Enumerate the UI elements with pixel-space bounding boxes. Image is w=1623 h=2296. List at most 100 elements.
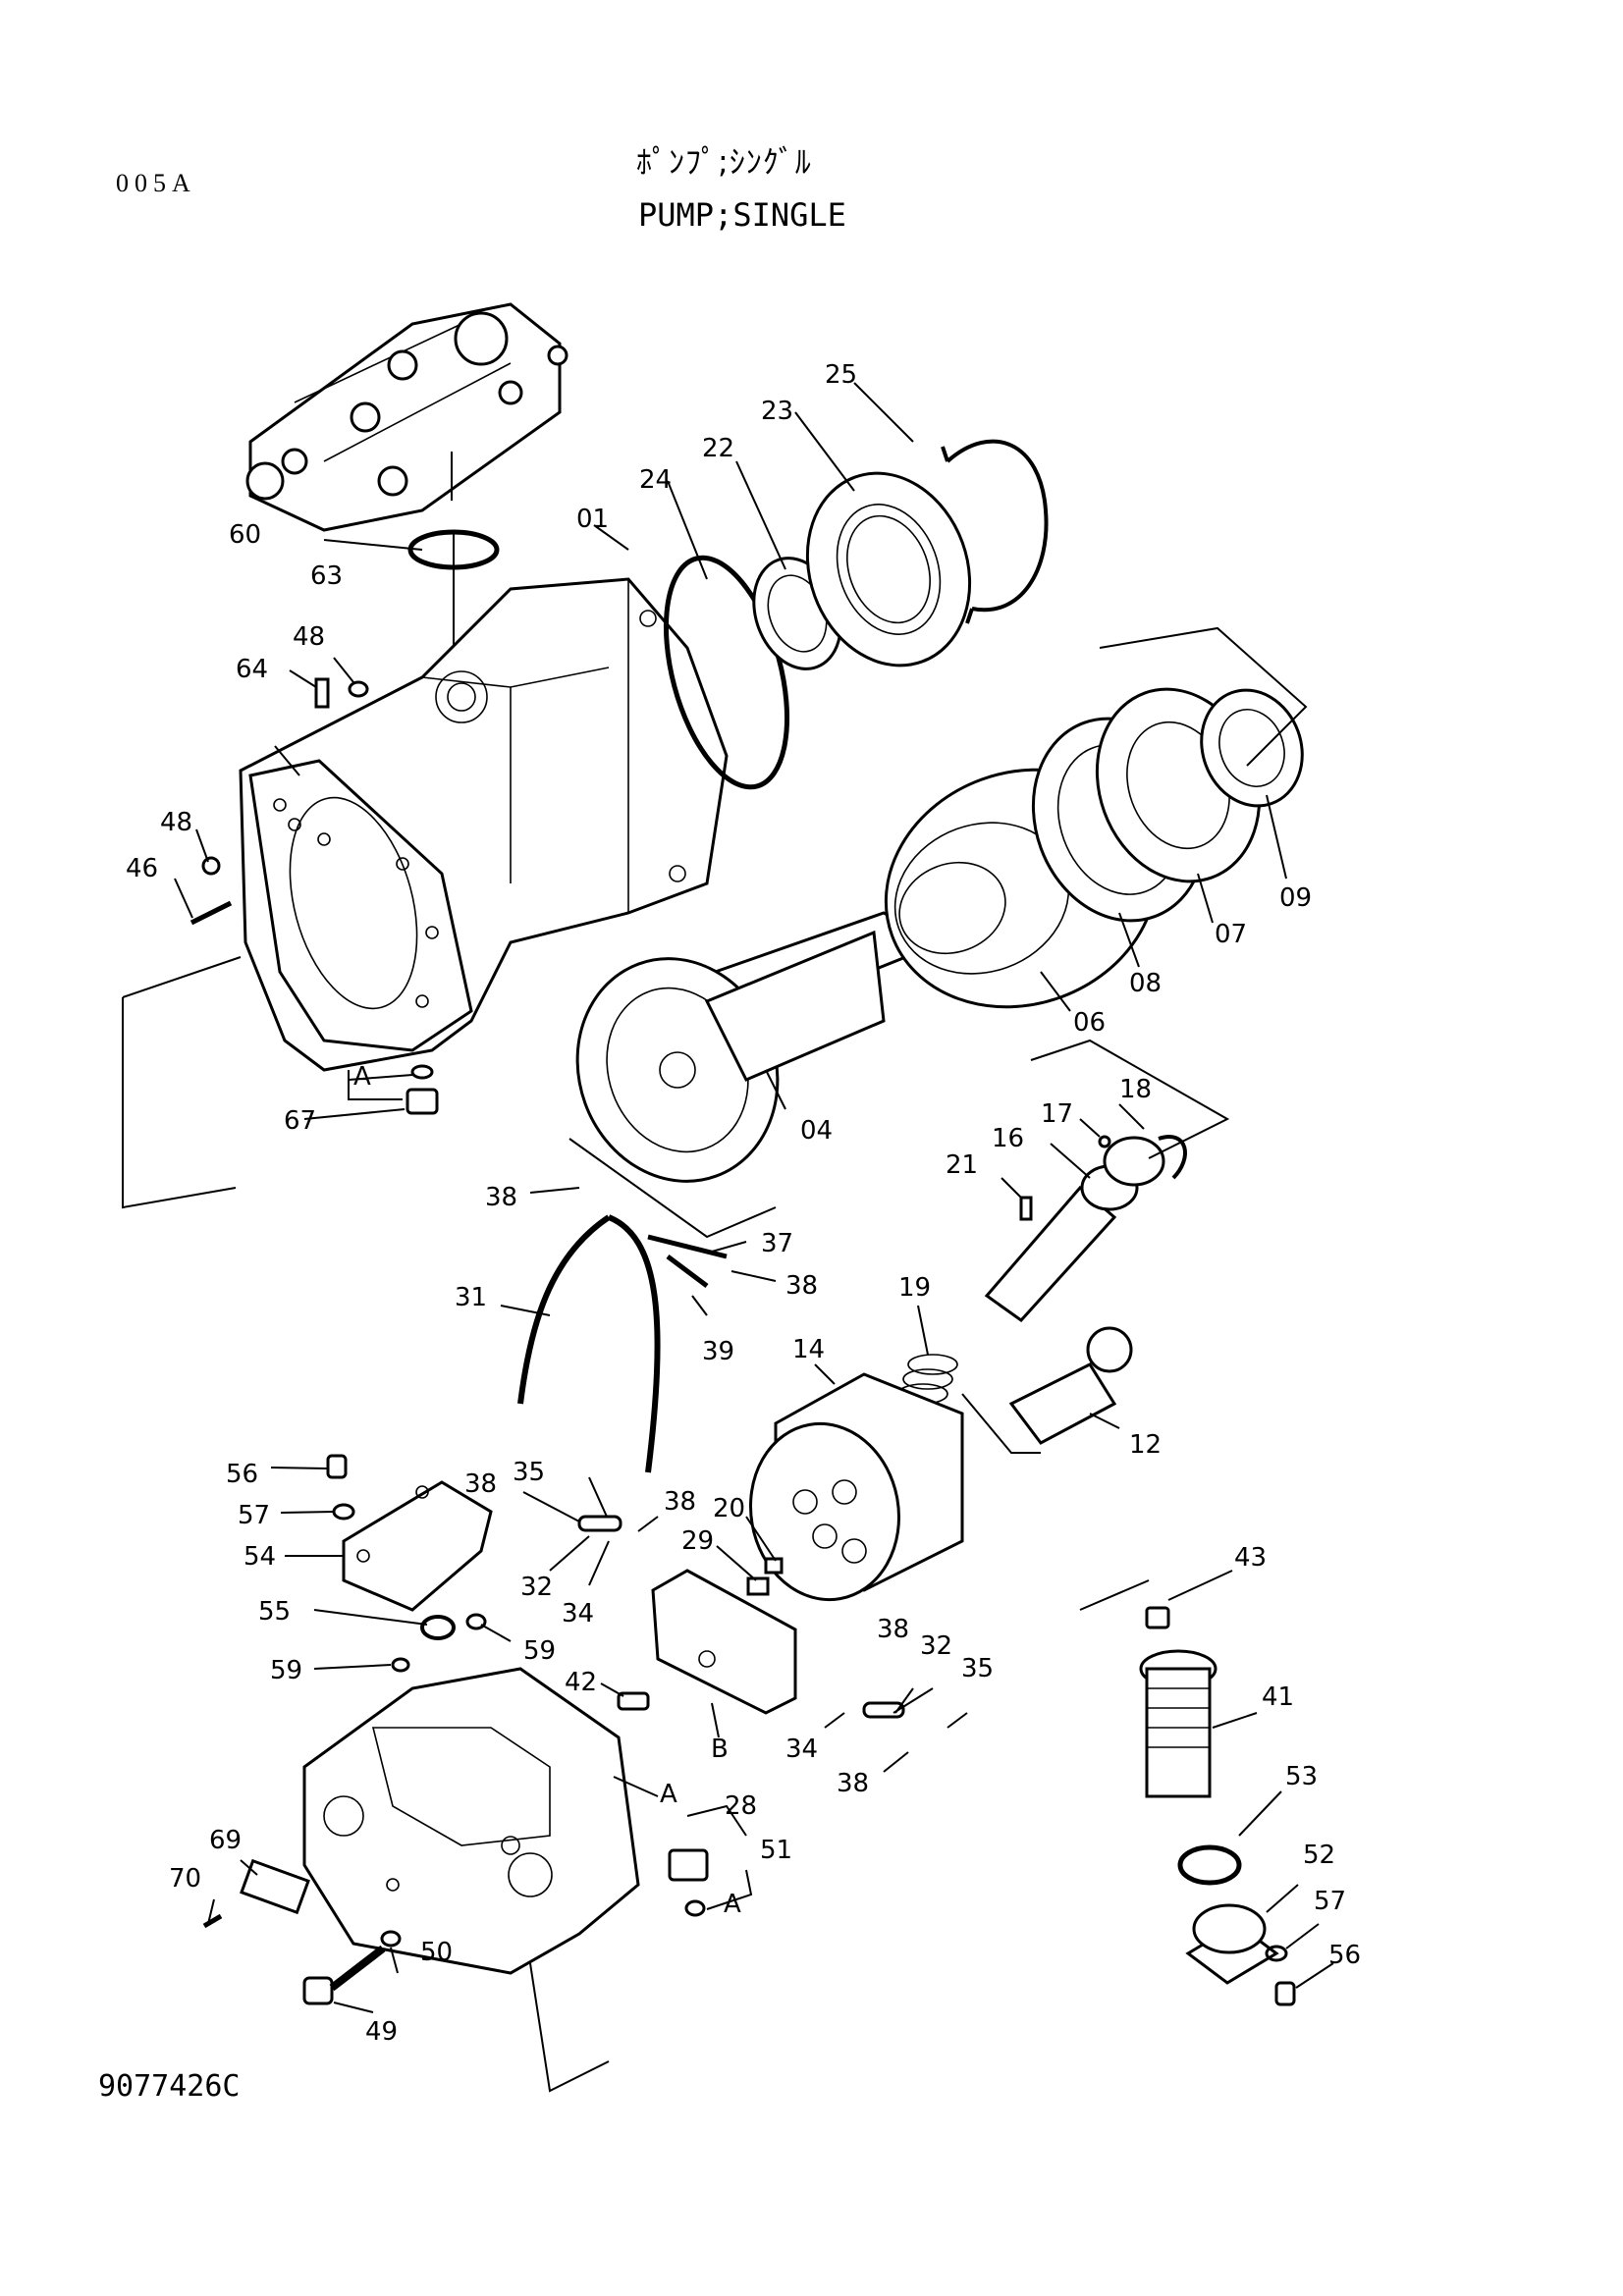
part-51-plug[interactable] bbox=[668, 1848, 709, 1917]
callout-56-2[interactable]: 56 bbox=[1328, 1941, 1361, 1970]
part-20-bushing[interactable] bbox=[764, 1557, 784, 1575]
callout-64[interactable]: 64 bbox=[236, 655, 268, 684]
callout-67[interactable]: 67 bbox=[284, 1106, 316, 1136]
callout-49[interactable]: 49 bbox=[365, 2017, 398, 2047]
callout-14[interactable]: 14 bbox=[792, 1335, 825, 1364]
callout-34-2[interactable]: 34 bbox=[785, 1735, 818, 1764]
callout-38-5[interactable]: 38 bbox=[877, 1615, 909, 1644]
callout-01[interactable]: 01 bbox=[576, 505, 609, 534]
part-43-plug[interactable] bbox=[1145, 1606, 1170, 1629]
callout-12[interactable]: 12 bbox=[1129, 1430, 1162, 1460]
callout-35[interactable]: 35 bbox=[513, 1458, 545, 1487]
callout-25[interactable]: 25 bbox=[825, 360, 857, 390]
callout-04[interactable]: 04 bbox=[800, 1116, 833, 1146]
callout-38-4[interactable]: 38 bbox=[664, 1487, 696, 1517]
part-14-cylinder[interactable] bbox=[737, 1372, 964, 1612]
part-37-pin[interactable] bbox=[647, 1234, 728, 1259]
part-42-plug[interactable] bbox=[617, 1691, 650, 1711]
callout-18[interactable]: 18 bbox=[1119, 1075, 1152, 1104]
callout-59[interactable]: 59 bbox=[523, 1636, 556, 1666]
callout-29[interactable]: 29 bbox=[681, 1526, 714, 1556]
part-end-cover-housing[interactable] bbox=[302, 1667, 640, 1975]
part-52-cap[interactable] bbox=[1185, 1903, 1279, 1985]
callout-56[interactable]: 56 bbox=[226, 1460, 258, 1489]
part-46-pin[interactable] bbox=[189, 900, 233, 926]
callout-31[interactable]: 31 bbox=[455, 1283, 487, 1312]
callout-B[interactable]: B bbox=[711, 1735, 729, 1764]
callout-57[interactable]: 57 bbox=[238, 1501, 270, 1530]
part-55-o-ring[interactable] bbox=[420, 1615, 456, 1640]
part-60-control-valve[interactable] bbox=[245, 302, 568, 532]
part-57-washer-2[interactable] bbox=[1265, 1945, 1288, 1962]
part-28-valve-plate[interactable] bbox=[651, 1569, 797, 1715]
callout-07[interactable]: 07 bbox=[1215, 920, 1247, 949]
callout-54[interactable]: 54 bbox=[243, 1542, 276, 1572]
callout-37[interactable]: 37 bbox=[761, 1229, 793, 1258]
callout-70[interactable]: 70 bbox=[169, 1864, 201, 1894]
callout-52[interactable]: 52 bbox=[1303, 1841, 1335, 1870]
callout-A[interactable]: A bbox=[353, 1062, 371, 1092]
callout-22[interactable]: 22 bbox=[702, 434, 734, 463]
part-50-washer[interactable] bbox=[380, 1930, 402, 1948]
callout-16[interactable]: 16 bbox=[992, 1124, 1024, 1153]
part-56-bolt[interactable] bbox=[326, 1454, 348, 1479]
part-48-o-ring-2[interactable] bbox=[201, 856, 221, 876]
callout-42[interactable]: 42 bbox=[565, 1668, 597, 1697]
callout-32[interactable]: 32 bbox=[520, 1573, 553, 1602]
callout-43[interactable]: 43 bbox=[1234, 1543, 1267, 1573]
callout-48-2[interactable]: 48 bbox=[160, 808, 192, 837]
part-48-o-ring[interactable] bbox=[348, 680, 369, 698]
callout-34[interactable]: 34 bbox=[562, 1599, 594, 1629]
callout-24[interactable]: 24 bbox=[639, 465, 672, 495]
callout-63[interactable]: 63 bbox=[310, 561, 343, 591]
part-18-snap-ring[interactable] bbox=[1158, 1135, 1187, 1180]
callout-38-3[interactable]: 38 bbox=[464, 1469, 497, 1499]
part-59-o-ring-2[interactable] bbox=[391, 1657, 410, 1673]
callout-08[interactable]: 08 bbox=[1129, 969, 1162, 998]
callout-21[interactable]: 21 bbox=[946, 1150, 978, 1180]
part-16-servo-piston[interactable] bbox=[984, 1136, 1165, 1322]
callout-55[interactable]: 55 bbox=[258, 1597, 291, 1627]
callout-39[interactable]: 39 bbox=[702, 1337, 734, 1366]
part-01-pump-housing[interactable] bbox=[239, 577, 729, 1072]
part-31-yoke[interactable] bbox=[517, 1214, 661, 1473]
part-67-plug[interactable] bbox=[406, 1064, 439, 1115]
part-25-snap-ring[interactable] bbox=[941, 439, 1049, 624]
callout-59-2[interactable]: 59 bbox=[270, 1656, 302, 1685]
callout-19[interactable]: 19 bbox=[898, 1273, 931, 1303]
part-69-cover-plate[interactable] bbox=[240, 1858, 310, 1915]
part-23-seal-cover[interactable] bbox=[782, 451, 997, 689]
part-04-drive-shaft[interactable] bbox=[547, 911, 947, 1209]
part-54-cover[interactable] bbox=[342, 1480, 493, 1612]
part-09-nut[interactable] bbox=[1185, 676, 1318, 821]
callout-41[interactable]: 41 bbox=[1262, 1682, 1294, 1712]
callout-69[interactable]: 69 bbox=[209, 1826, 242, 1855]
callout-38[interactable]: 38 bbox=[485, 1183, 517, 1212]
callout-09[interactable]: 09 bbox=[1279, 883, 1312, 913]
part-39-pin[interactable] bbox=[666, 1255, 709, 1288]
callout-35-2[interactable]: 35 bbox=[961, 1654, 994, 1683]
part-32-link-2[interactable] bbox=[862, 1701, 905, 1719]
callout-23[interactable]: 23 bbox=[761, 397, 793, 426]
part-59-o-ring[interactable] bbox=[465, 1613, 487, 1630]
part-41-screw[interactable] bbox=[1139, 1649, 1217, 1798]
callout-20[interactable]: 20 bbox=[713, 1494, 745, 1523]
callout-51[interactable]: 51 bbox=[760, 1836, 792, 1865]
callout-48[interactable]: 48 bbox=[293, 622, 325, 652]
callout-28[interactable]: 28 bbox=[725, 1791, 757, 1821]
part-32-link[interactable] bbox=[577, 1515, 622, 1532]
callout-06[interactable]: 06 bbox=[1073, 1008, 1106, 1038]
callout-A-2[interactable]: A bbox=[660, 1780, 677, 1809]
callout-38-2[interactable]: 38 bbox=[785, 1271, 818, 1301]
callout-50[interactable]: 50 bbox=[420, 1938, 453, 1967]
callout-38-6[interactable]: 38 bbox=[837, 1769, 869, 1798]
part-53-o-ring[interactable] bbox=[1177, 1844, 1242, 1886]
part-56-bolt-2[interactable] bbox=[1274, 1981, 1296, 2006]
callout-A-3[interactable]: A bbox=[724, 1890, 741, 1919]
callout-46[interactable]: 46 bbox=[126, 854, 158, 883]
part-57-washer[interactable] bbox=[332, 1503, 355, 1521]
part-64-pin[interactable] bbox=[314, 677, 330, 709]
callout-32-2[interactable]: 32 bbox=[920, 1631, 952, 1661]
part-29-bushing[interactable] bbox=[746, 1576, 770, 1596]
part-12-piston[interactable] bbox=[1008, 1326, 1133, 1445]
